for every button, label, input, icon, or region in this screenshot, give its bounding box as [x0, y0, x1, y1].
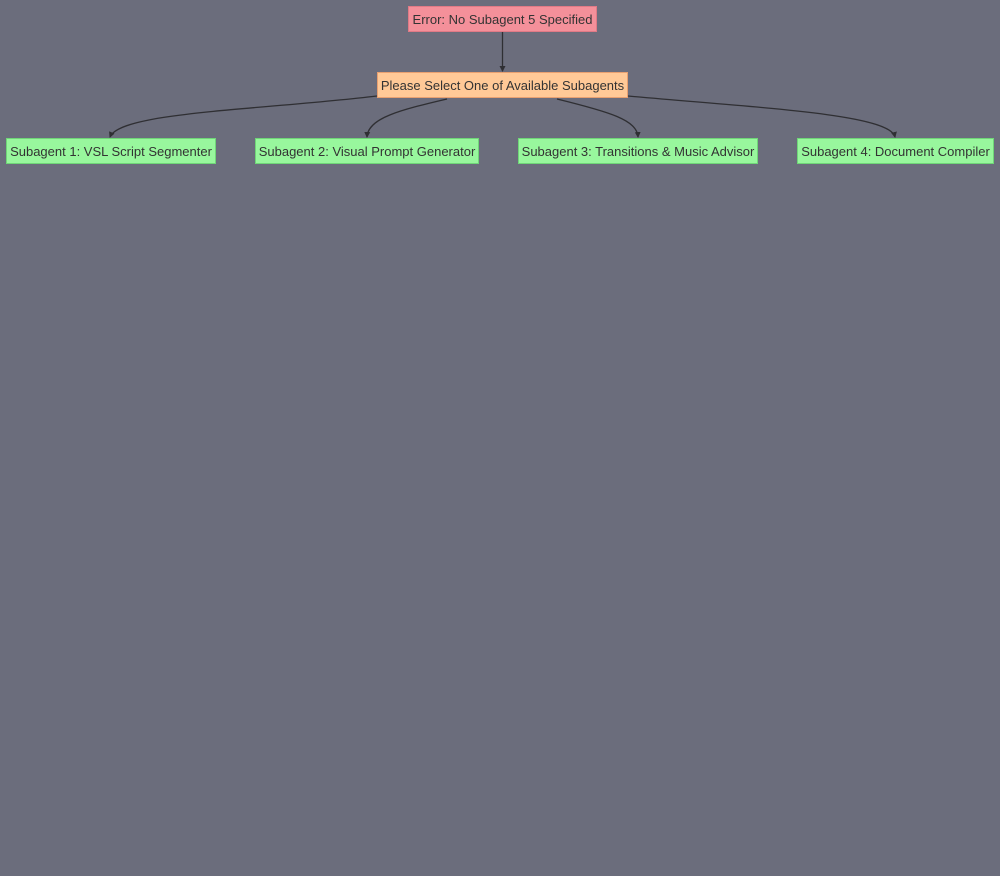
error-node: Error: No Subagent 5 Specified	[408, 6, 597, 32]
edge-select-to-subagent-2	[364, 98, 448, 138]
subagent-1-node: Subagent 1: VSL Script Segmenter	[6, 138, 216, 164]
edge-select-to-subagent-3	[556, 98, 641, 138]
edge-select-to-subagent-4	[627, 95, 897, 138]
select-subagent-node-label: Please Select One of Available Subagents	[380, 77, 625, 93]
error-node-label: Error: No Subagent 5 Specified	[412, 11, 593, 27]
subagent-2-label: Subagent 2: Visual Prompt Generator	[258, 143, 476, 159]
subagent-2-node: Subagent 2: Visual Prompt Generator	[255, 138, 479, 164]
subagent-4-node: Subagent 4: Document Compiler	[797, 138, 994, 164]
subagent-4-label: Subagent 4: Document Compiler	[801, 143, 990, 159]
subagent-1-label: Subagent 1: VSL Script Segmenter	[10, 143, 212, 159]
edge-select-to-subagent-1	[109, 95, 378, 138]
subagent-3-node: Subagent 3: Transitions & Music Advisor	[518, 138, 758, 164]
select-subagent-node: Please Select One of Available Subagents	[377, 72, 628, 98]
subagent-3-label: Subagent 3: Transitions & Music Advisor	[521, 143, 755, 159]
